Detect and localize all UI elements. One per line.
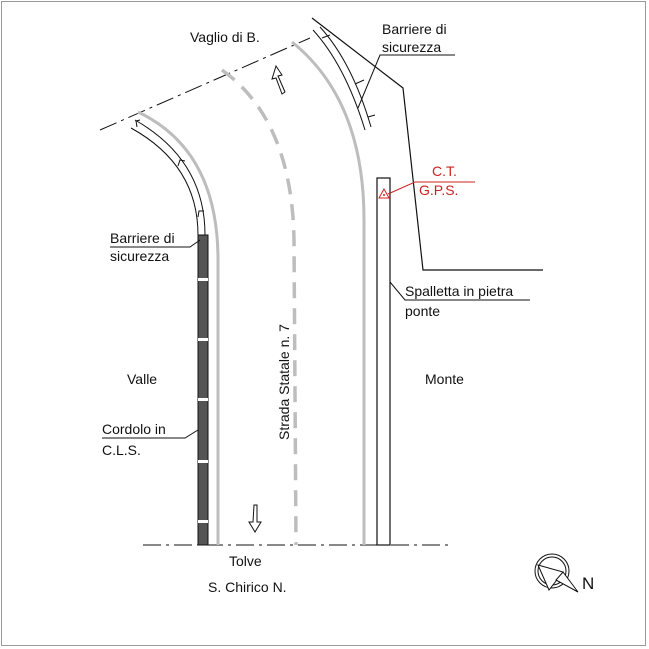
label-ct-2: G.P.S.	[419, 182, 458, 198]
label-valle: Valle	[127, 371, 157, 387]
ct-triangle-icon	[378, 187, 390, 199]
center-line	[220, 68, 298, 546]
label-cordolo-1: Cordolo in	[102, 421, 166, 437]
top-boundary-line	[99, 37, 311, 131]
left-barrier-outer	[134, 119, 206, 236]
label-vaglio: Vaglio di B.	[190, 29, 260, 45]
label-barriere-left-1: Barriere di	[110, 230, 175, 246]
south-bound-arrow-icon	[248, 504, 262, 533]
right-road-edge	[291, 40, 366, 545]
label-monte: Monte	[425, 371, 464, 387]
right-barrier-inner	[319, 26, 372, 128]
left-barrier-posts	[135, 119, 204, 218]
label-spalletta-1: Spalletta in pietra	[405, 283, 513, 299]
label-ct-1: C.T.	[432, 163, 457, 179]
right-barrier-posts	[321, 34, 376, 118]
left-road-edge	[137, 110, 220, 545]
label-north: N	[582, 574, 594, 593]
stone-parapet	[376, 177, 391, 546]
ct-leader	[387, 181, 475, 195]
curb-block	[197, 234, 209, 546]
cordolo-leader	[102, 429, 199, 439]
label-spalletta-2: ponte	[405, 303, 440, 319]
label-cordolo-2: C.L.S.	[102, 442, 141, 458]
curb-joints	[198, 278, 208, 523]
label-barriere-left-2: sicurezza	[110, 248, 169, 264]
right-border-line	[311, 17, 543, 271]
right-barrier-outer	[312, 29, 366, 131]
north-bound-arrow-icon	[271, 64, 286, 95]
north-compass-icon	[534, 553, 579, 593]
ct-point-icon	[383, 194, 385, 196]
spalletta-leader	[389, 281, 530, 301]
barriere-left-leader	[110, 239, 201, 248]
barriere-top-leader	[357, 54, 455, 109]
label-chirico: S. Chirico N.	[208, 579, 287, 595]
label-strada: Strada Statale n. 7	[276, 324, 292, 440]
label-tolve: Tolve	[229, 553, 262, 569]
label-barriere-top-2: sicurezza	[382, 39, 441, 55]
label-barriere-top-1: Barriere di	[382, 21, 447, 37]
left-barrier-inner	[130, 127, 199, 236]
